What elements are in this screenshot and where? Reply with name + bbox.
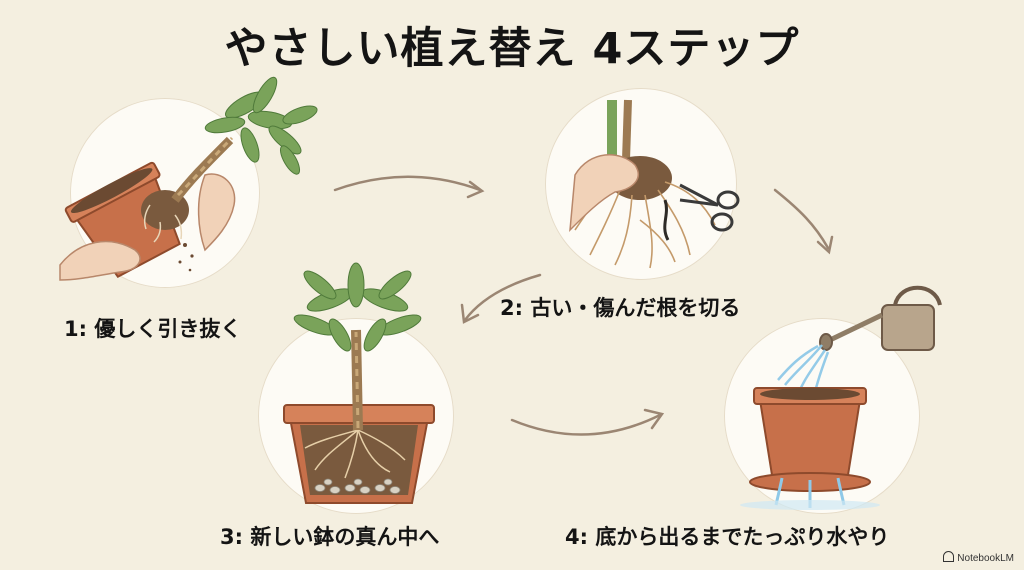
step-2-illustration xyxy=(569,99,740,269)
step-3-label: 3: 新しい鉢の真ん中へ xyxy=(220,525,440,549)
notebooklm-logo-icon xyxy=(943,551,955,562)
step-4-illustration xyxy=(740,285,942,510)
watermark: NotebookLM xyxy=(943,551,1014,564)
step-3-illustration xyxy=(283,262,435,504)
step-2-label: 2: 古い・傷んだ根を切る xyxy=(500,296,741,320)
arrow-2-to-3 xyxy=(463,273,542,322)
arrow-3-to-4 xyxy=(510,413,662,436)
step-4-label: 4: 底から出るまでたっぷり水やり xyxy=(565,525,890,549)
page-title: やさしい植え替え 4ステップ xyxy=(224,24,800,74)
flow-arrows xyxy=(333,175,834,436)
step-1-label: 1: 優しく引き抜く xyxy=(64,317,242,341)
step-1-illustration xyxy=(59,76,318,281)
arrow-1-to-2 xyxy=(333,175,482,192)
arrow-2-to-4 xyxy=(773,188,830,250)
watermark-text: NotebookLM xyxy=(957,553,1014,564)
